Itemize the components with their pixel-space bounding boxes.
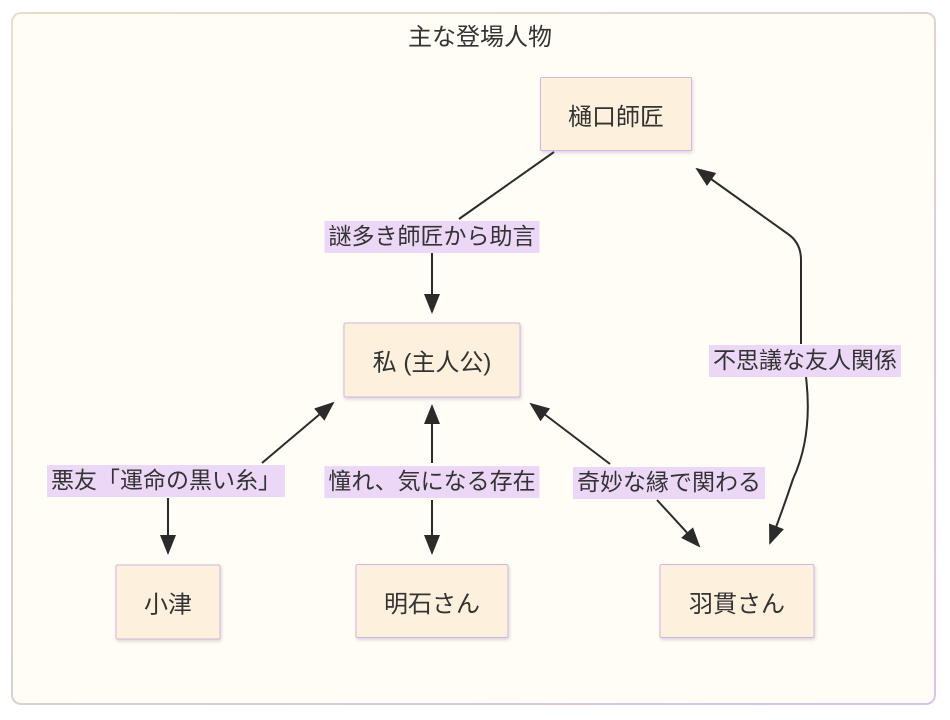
edge-label-admiration: 憧れ、気になる存在 — [324, 466, 540, 498]
node-akashi-label: 明石さん — [384, 590, 480, 618]
edge-label-mysterious-friendship: 不思議な友人関係 — [709, 345, 901, 377]
node-hanuki-label: 羽貫さん — [689, 590, 785, 618]
node-higuchi-label: 樋口師匠 — [568, 103, 664, 131]
node-higuchi: 樋口師匠 — [540, 77, 692, 151]
edge-hanuki-higuchi-upper — [695, 167, 802, 344]
node-ozu-label: 小津 — [144, 591, 192, 619]
edge-hanuki-higuchi-lower — [769, 376, 809, 545]
diagram-title: 主な登場人物 — [408, 24, 552, 51]
node-ozu: 小津 — [115, 564, 221, 640]
node-hanuki: 羽貫さん — [659, 564, 815, 638]
edge-watashi-hanuki-upper — [529, 402, 611, 465]
edge-label-bad-friend: 悪友「運命の黒い糸」 — [47, 465, 285, 497]
edge-watashi-hanuki-lower — [656, 499, 701, 548]
node-watashi-label: 私 (主人公) — [372, 349, 492, 377]
edge-higuchi-watashi-upper — [458, 151, 555, 220]
edge-watashi-ozu-upper — [261, 401, 335, 464]
edge-label-advice: 謎多き師匠から助言 — [324, 221, 540, 253]
node-akashi: 明石さん — [355, 564, 509, 638]
edge-label-strange-fate: 奇妙な縁で関わる — [573, 467, 765, 499]
node-watashi: 私 (主人公) — [343, 322, 521, 398]
